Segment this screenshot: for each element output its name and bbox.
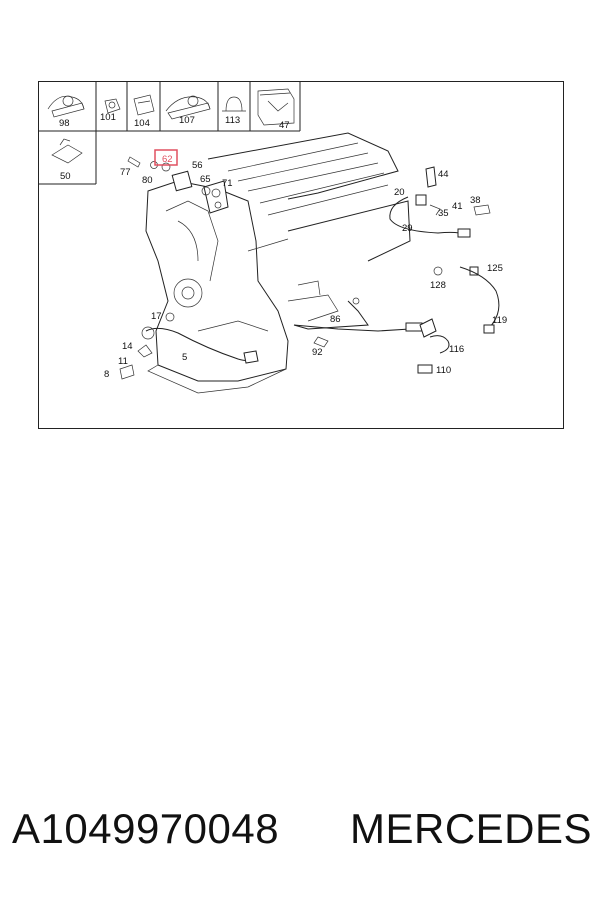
callout-29: 29 [402, 223, 413, 234]
callout-77: 77 [120, 167, 131, 178]
engine-block-drawing [145, 132, 411, 394]
callout-11: 11 [118, 356, 128, 367]
callout-128: 128 [430, 280, 446, 291]
callout-101: 101 [100, 112, 116, 123]
clamp-113-icon [222, 96, 246, 112]
clip-50-icon [51, 138, 83, 164]
nut-101-icon [104, 98, 121, 114]
bracket-47-icon [257, 88, 295, 126]
callout-86: 86 [330, 314, 341, 325]
callout-50: 50 [60, 171, 71, 182]
callout-92: 92 [312, 347, 323, 358]
callout-35: 35 [438, 208, 449, 219]
callout-14: 14 [122, 341, 133, 352]
callout-20: 20 [394, 187, 405, 198]
legend-boxes: 98 101 104 107 113 47 50 [38, 81, 301, 185]
engine-parts-diagram: 98 101 104 107 113 47 50 [38, 81, 507, 394]
callout-65: 65 [200, 174, 211, 185]
brand-name: MERCEDES [350, 805, 593, 852]
wiring-harness-right [389, 166, 500, 334]
callout-119: 119 [492, 315, 507, 326]
part-number: A1049970048 [12, 805, 280, 852]
clip-104-icon [133, 94, 155, 116]
callout-17: 17 [151, 311, 162, 322]
callout-98: 98 [59, 118, 70, 129]
callout-107: 107 [179, 115, 195, 126]
wiring-harness-lower [119, 297, 450, 380]
callout-8: 8 [104, 369, 109, 380]
callout-110: 110 [436, 365, 451, 376]
callout-125: 125 [487, 263, 503, 274]
callout-116: 116 [449, 344, 464, 355]
callout-56: 56 [192, 160, 203, 171]
callout-44: 44 [438, 169, 449, 180]
diagram-frame [38, 81, 564, 429]
sensor-group [127, 156, 211, 196]
callout-113: 113 [225, 115, 240, 126]
highlight-box-62 [154, 149, 178, 166]
callout-38: 38 [470, 195, 481, 206]
callout-62: 62 [162, 154, 173, 165]
callout-80: 80 [142, 175, 153, 186]
clip-98-icon [47, 95, 85, 118]
callout-41: 41 [452, 201, 463, 212]
callout-104: 104 [134, 118, 150, 129]
clip-107-icon [165, 95, 211, 120]
callout-71: 71 [222, 178, 233, 189]
callout-labels: 77 80 62 56 65 71 44 20 35 41 38 29 125 … [104, 154, 507, 380]
callout-47: 47 [279, 120, 290, 131]
callout-5: 5 [182, 352, 187, 363]
